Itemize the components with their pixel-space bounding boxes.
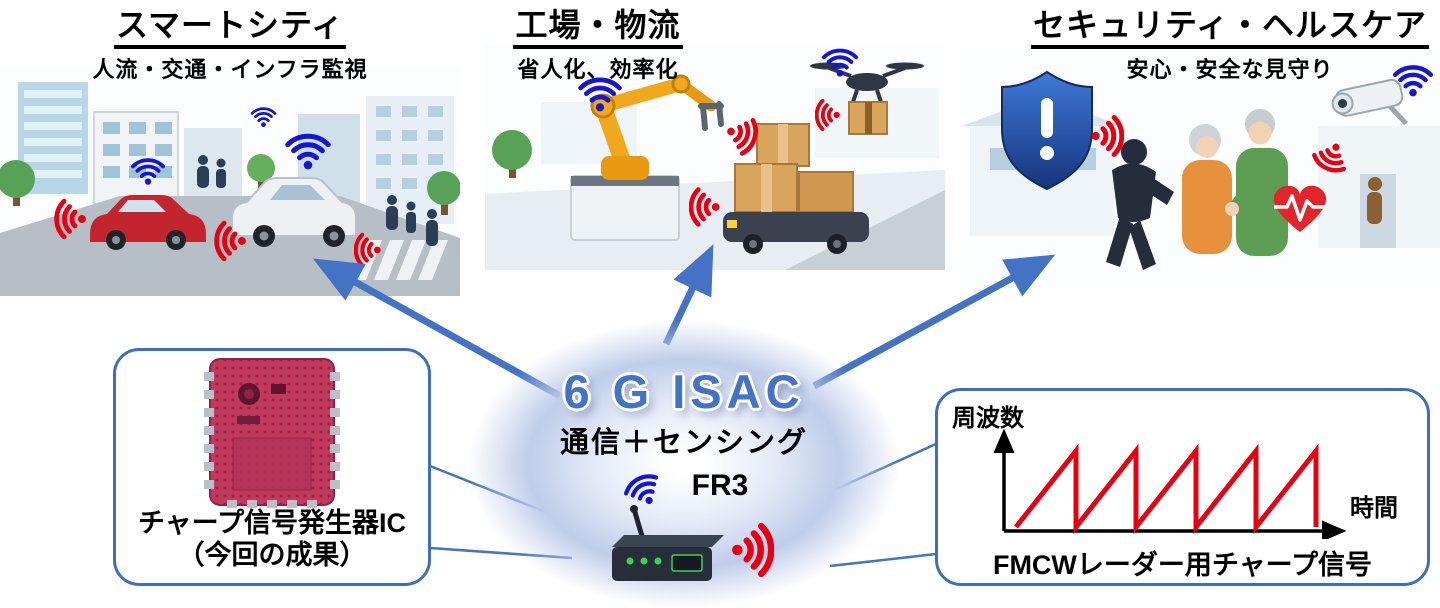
factory-tree [492,130,532,178]
factory-illustration [485,44,945,270]
chirp-sawtooth-waveform [1014,443,1319,535]
chirp-ic-chip-image [204,358,340,508]
router-illustration [612,505,812,581]
agv-cart [723,212,869,254]
city-trees [0,154,460,215]
isac-ellipse: 6 G ISAC 通信＋センシング FR3 [468,320,900,608]
intruder-silhouette [1106,139,1174,270]
factory-subtitle: 省人化、効率化 [517,56,679,82]
doorway-person [1367,177,1382,224]
pedestrians [197,155,438,246]
security-header: セキュリティ・ヘルスケア 安心・安全な見守り [1020,7,1440,84]
white-car [231,177,357,247]
smart-city-illustration [0,68,460,296]
fr3-band-label: FR3 [691,469,749,502]
chip-label-line2: （今回の成果） [177,539,367,570]
fmcw-chart-box: 周波数 時間 FMCWレーダー用チャープ信号 [935,388,1430,586]
heart-vitals [1273,185,1327,232]
robot-arm [570,74,724,241]
security-subtitle: 安心・安全な見守り [1126,56,1334,82]
chart-xlabel: 時間 [1350,495,1398,522]
security-shield [1001,70,1093,191]
smart-city-subtitle: 人流・交通・インフラ監視 [92,56,368,82]
red-car [90,195,206,250]
smart-city-title: スマートシティ [113,7,347,49]
elderly-couple [1182,109,1288,256]
factory-header: 工場・物流 省人化、効率化 [448,7,748,84]
isac-title: 6 G ISAC [563,365,805,418]
chart-ylabel: 周波数 [952,405,1024,432]
security-title: セキュリティ・ヘルスケア [1030,7,1430,49]
smart-city-header: スマートシティ 人流・交通・インフラ監視 [10,7,450,84]
security-camera [1331,78,1408,126]
chip-label-line1: チャープ信号発生器IC [137,508,407,538]
isac-subtitle: 通信＋センシング [559,427,808,459]
chirp-waveform-chart [993,428,1347,539]
factory-title: 工場・物流 [513,7,683,49]
security-healthcare-illustration [962,56,1440,288]
chart-caption: FMCWレーダー用チャープ信号 [992,550,1373,580]
radar-icon [732,526,771,574]
fr3-row: FR3 [620,463,749,509]
chip-result-box: チャープ信号発生器IC （今回の成果） [113,348,431,586]
chip-edge-pads [204,372,340,508]
